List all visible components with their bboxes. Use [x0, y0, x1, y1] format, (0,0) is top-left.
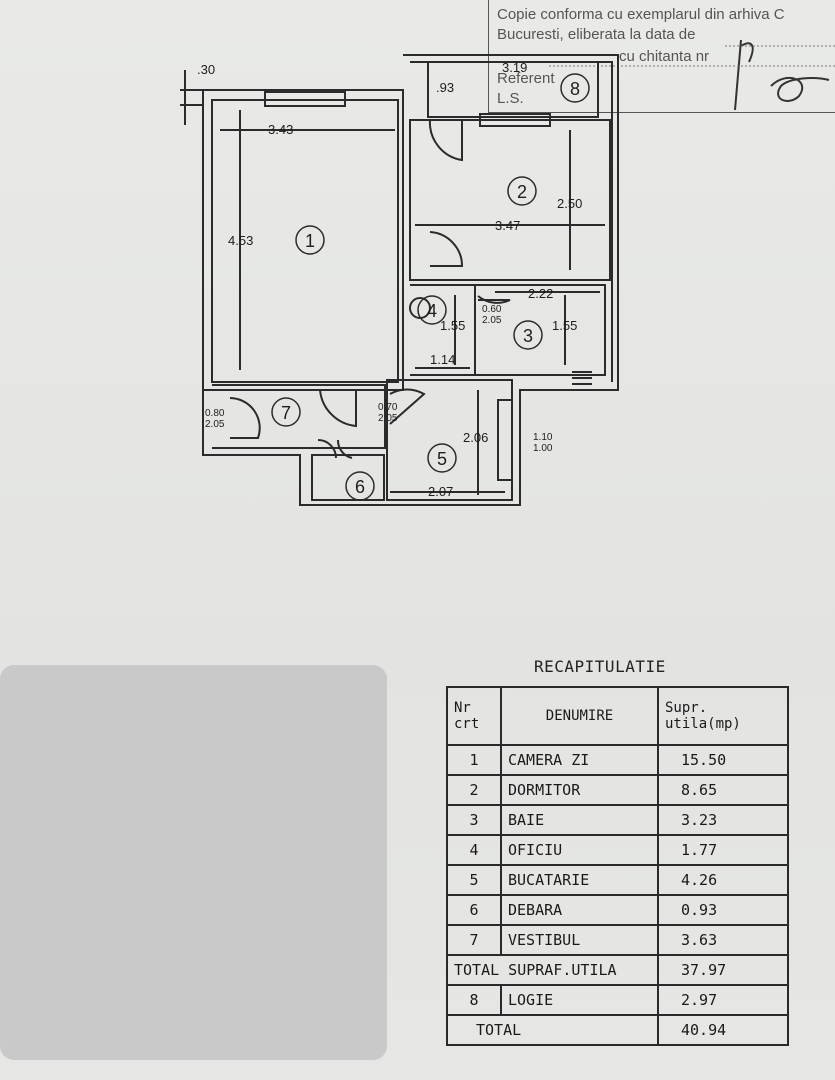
row-name: DORMITOR	[500, 774, 659, 806]
stamp-line-referent: Referent	[497, 70, 555, 87]
row-nr: 4	[446, 834, 502, 866]
recap-table: Nr crt DENUMIRE Supr. utila(mp) 1 CAMERA…	[446, 686, 789, 1046]
room-label-4: 4	[427, 301, 437, 321]
dim-030: .30	[197, 62, 215, 77]
dim-207: 2.07	[428, 484, 453, 499]
row-area: 15.50	[657, 744, 789, 776]
row-area: 3.63	[657, 924, 789, 956]
room-label-8: 8	[570, 79, 580, 99]
door-dim-205-kitchen: 2.05	[378, 413, 398, 424]
total-row: TOTAL 40.94	[446, 1014, 789, 1046]
header-nr: Nr crt	[446, 686, 502, 746]
row-name: OFICIU	[500, 834, 659, 866]
row-nr: 1	[446, 744, 502, 776]
stamp-line-copy: Copie conforma cu exemplarul din arhiva …	[497, 6, 785, 23]
table-row: 7 VESTIBUL 3.63	[446, 924, 789, 956]
row-area: 3.23	[657, 804, 789, 836]
dim-250: 2.50	[557, 196, 582, 211]
subtotal-row: TOTAL SUPRAF.UTILA 37.97	[446, 954, 789, 986]
room-label-6: 6	[355, 477, 365, 497]
total-label: TOTAL	[446, 1014, 659, 1046]
row-name: BUCATARIE	[500, 864, 659, 896]
dim-155-bath: 1.55	[552, 318, 577, 333]
row-nr: 7	[446, 924, 502, 956]
header-area: Supr. utila(mp)	[657, 686, 789, 746]
dim-114: 1.14	[430, 352, 455, 367]
row-nr: 5	[446, 864, 502, 896]
table-row: 3 BAIE 3.23	[446, 804, 789, 836]
subtotal-area: 37.97	[657, 954, 789, 986]
dim-347: 3.47	[495, 218, 520, 233]
door-dim-080: 0.80	[205, 408, 225, 419]
dim-319: 3.19	[502, 60, 527, 75]
dim-155-office: 1.55	[440, 318, 465, 333]
row-nr: 3	[446, 804, 502, 836]
stamp-line-receipt: cu chitanta nr	[619, 48, 710, 65]
room-label-7: 7	[281, 403, 291, 423]
row-nr: 6	[446, 894, 502, 926]
window-dim-110: 1.10	[533, 432, 553, 443]
table-row: 5 BUCATARIE 4.26	[446, 864, 789, 896]
row-area: 1.77	[657, 834, 789, 866]
row-name: BAIE	[500, 804, 659, 836]
table-row: 1 CAMERA ZI 15.50	[446, 744, 789, 776]
row-area: 0.93	[657, 894, 789, 926]
door-dim-205-bath: 2.05	[482, 315, 502, 326]
subtotal-label: TOTAL SUPRAF.UTILA	[446, 954, 659, 986]
header-name: DENUMIRE	[500, 686, 659, 746]
dim-093: .93	[436, 80, 454, 95]
table-row: 4 OFICIU 1.77	[446, 834, 789, 866]
logia-area: 2.97	[657, 984, 789, 1016]
total-area: 40.94	[657, 1014, 789, 1046]
table-row: 6 DEBARA 0.93	[446, 894, 789, 926]
room-label-2: 2	[517, 182, 527, 202]
room-label-1: 1	[305, 231, 315, 251]
redacted-area	[0, 665, 387, 1060]
table-row: 2 DORMITOR 8.65	[446, 774, 789, 806]
logia-row: 8 LOGIE 2.97	[446, 984, 789, 1016]
stamp-line-ls: L.S.	[497, 90, 524, 107]
logia-name: LOGIE	[500, 984, 659, 1016]
window-dim-100: 1.00	[533, 443, 553, 454]
stamp-line-date: Bucuresti, eliberata la data de	[497, 26, 696, 43]
recap-title: RECAPITULATIE	[534, 657, 666, 676]
recap-header-row: Nr crt DENUMIRE Supr. utila(mp)	[446, 686, 789, 746]
archive-stamp: Copie conforma cu exemplarul din arhiva …	[488, 0, 835, 113]
dim-453: 4.53	[228, 233, 253, 248]
floor-plan: .30 3.43 .93 3.19 3.47 2.50 4.53 2.22 1.…	[180, 54, 619, 506]
row-area: 8.65	[657, 774, 789, 806]
dim-222: 2.22	[528, 286, 553, 301]
door-dim-205-entry: 2.05	[205, 419, 225, 430]
row-area: 4.26	[657, 864, 789, 896]
row-name: CAMERA ZI	[500, 744, 659, 776]
signature-mark	[549, 39, 835, 111]
door-dim-070: 0.70	[378, 402, 398, 413]
room-label-3: 3	[523, 326, 533, 346]
dim-206: 2.06	[463, 430, 488, 445]
dim-343: 3.43	[268, 122, 293, 137]
room-label-5: 5	[437, 449, 447, 469]
door-dim-060: 0.60	[482, 304, 502, 315]
row-nr: 2	[446, 774, 502, 806]
row-name: DEBARA	[500, 894, 659, 926]
logia-nr: 8	[446, 984, 502, 1016]
row-name: VESTIBUL	[500, 924, 659, 956]
